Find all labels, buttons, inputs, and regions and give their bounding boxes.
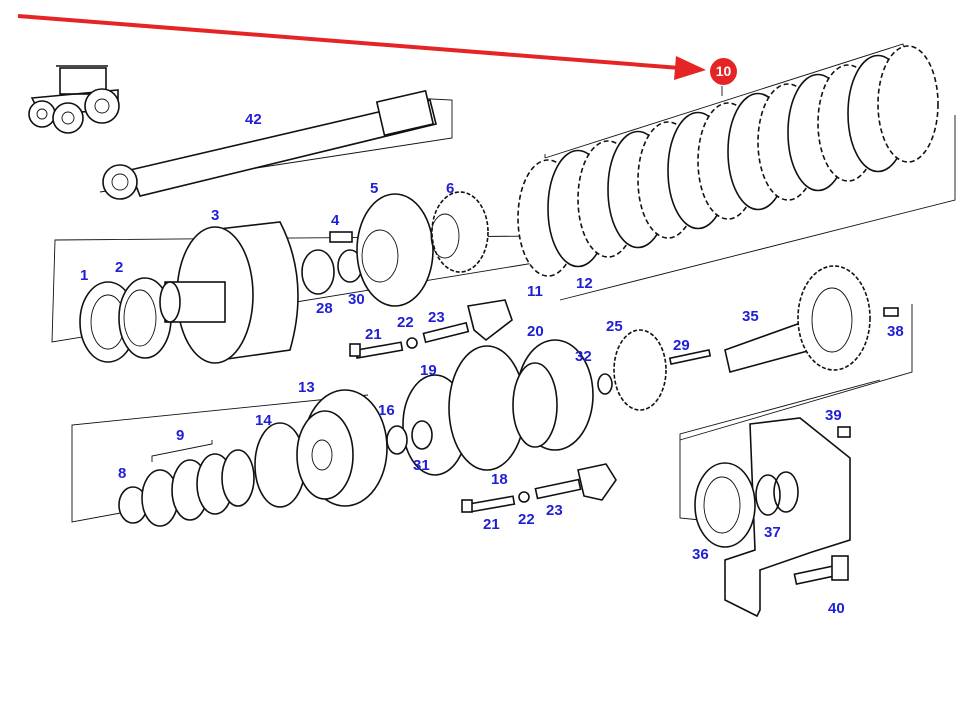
label-part-36[interactable]: 36 bbox=[692, 546, 709, 563]
label-part-21-upper[interactable]: 21 bbox=[365, 326, 382, 343]
highlight-arrow bbox=[17, 14, 706, 80]
part-4-bolt bbox=[329, 231, 353, 243]
friction-disc bbox=[877, 45, 939, 163]
label-part-23-lower[interactable]: 23 bbox=[546, 502, 563, 519]
part-40-sensor bbox=[793, 555, 849, 585]
tractor-icon bbox=[28, 65, 120, 134]
label-part-9[interactable]: 9 bbox=[176, 427, 185, 444]
group-frame-2 bbox=[559, 115, 956, 301]
part-20-drum bbox=[512, 339, 594, 451]
label-part-18[interactable]: 18 bbox=[491, 471, 508, 488]
label-part-16[interactable]: 16 bbox=[378, 402, 395, 419]
label-part-22-lower[interactable]: 22 bbox=[518, 511, 535, 528]
label-part-23-upper[interactable]: 23 bbox=[428, 309, 445, 326]
label-part-25[interactable]: 25 bbox=[606, 318, 623, 335]
part-16-bearing bbox=[386, 425, 408, 455]
part-38-plug bbox=[883, 307, 899, 317]
label-part-32[interactable]: 32 bbox=[575, 348, 592, 365]
bolt-set-lower bbox=[461, 463, 617, 513]
bolt-set-upper bbox=[349, 299, 513, 360]
label-part-11[interactable]: 11 bbox=[527, 283, 543, 300]
label-part-6[interactable]: 6 bbox=[446, 180, 455, 197]
part-36-bearing bbox=[694, 462, 756, 548]
part-31-circlip bbox=[411, 420, 433, 450]
label-part-5[interactable]: 5 bbox=[370, 180, 379, 197]
label-part-2[interactable]: 2 bbox=[115, 259, 124, 276]
label-part-14[interactable]: 14 bbox=[255, 412, 272, 429]
part-5-flange bbox=[356, 193, 434, 307]
label-part-40[interactable]: 40 bbox=[828, 600, 845, 617]
label-part-12[interactable]: 12 bbox=[576, 275, 593, 292]
label-part-29[interactable]: 29 bbox=[673, 337, 690, 354]
part-35-shaft bbox=[724, 265, 871, 373]
label-part-38[interactable]: 38 bbox=[887, 323, 904, 340]
label-part-31[interactable]: 31 bbox=[413, 457, 430, 474]
part-3-housing bbox=[159, 221, 299, 364]
part-9-spring-washers bbox=[141, 440, 255, 527]
part-housing-block bbox=[724, 417, 851, 618]
clutch-disc-pack bbox=[517, 45, 939, 277]
part-37-seals bbox=[755, 471, 799, 516]
part-39-plug bbox=[837, 426, 851, 438]
part-25-gear bbox=[613, 329, 667, 411]
label-part-37[interactable]: 37 bbox=[764, 524, 781, 541]
part-6-gear bbox=[430, 191, 489, 273]
part-2-bearing bbox=[118, 277, 172, 359]
label-part-35[interactable]: 35 bbox=[742, 308, 759, 325]
label-part-13[interactable]: 13 bbox=[298, 379, 315, 396]
part-10-badge[interactable]: 10 bbox=[710, 58, 737, 85]
label-part-22-upper[interactable]: 22 bbox=[397, 314, 414, 331]
label-part-1[interactable]: 1 bbox=[80, 267, 89, 284]
label-part-3[interactable]: 3 bbox=[211, 207, 220, 224]
label-part-20[interactable]: 20 bbox=[527, 323, 544, 340]
part-28-bearing bbox=[301, 249, 335, 295]
label-part-21-lower[interactable]: 21 bbox=[483, 516, 500, 533]
label-part-30[interactable]: 30 bbox=[348, 291, 365, 308]
label-part-39[interactable]: 39 bbox=[825, 407, 842, 424]
label-part-8[interactable]: 8 bbox=[118, 465, 127, 482]
label-part-28[interactable]: 28 bbox=[316, 300, 333, 317]
part-13-piston bbox=[296, 389, 388, 507]
label-part-42[interactable]: 42 bbox=[245, 111, 262, 128]
part-29-pin bbox=[668, 348, 712, 366]
group-frame-4 bbox=[679, 379, 881, 521]
label-part-4[interactable]: 4 bbox=[331, 212, 340, 229]
part-32-seal bbox=[597, 373, 613, 395]
label-part-19[interactable]: 19 bbox=[420, 362, 437, 379]
part-42-shaft bbox=[99, 89, 453, 200]
